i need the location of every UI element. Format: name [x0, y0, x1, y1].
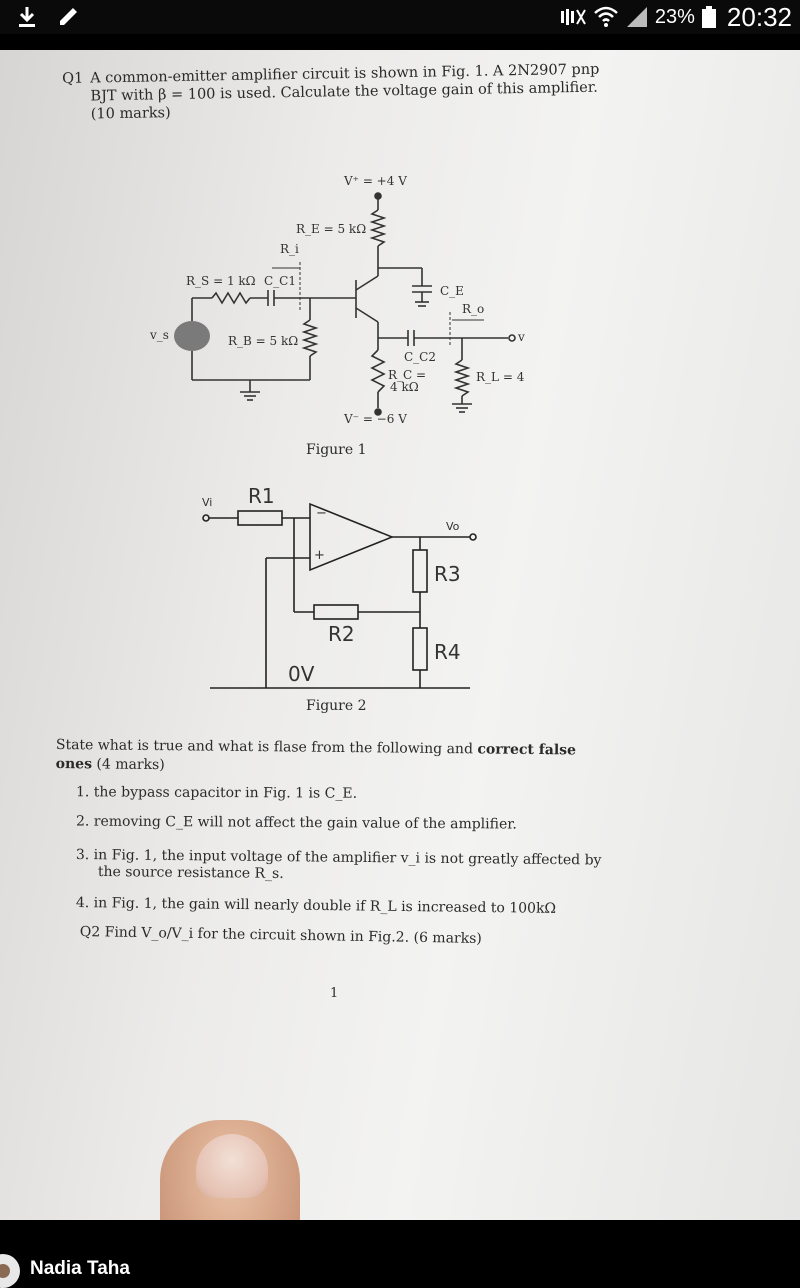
- instructions-marks: (4 marks): [91, 756, 165, 774]
- figure-1-circuit: [174, 192, 516, 416]
- bottom-bar: Nadia Taha: [0, 1220, 800, 1288]
- fig1-vplus-label: V⁺ = +4 V: [344, 174, 407, 188]
- statement-4: 4. in Fig. 1, the gain will nearly doubl…: [75, 894, 557, 917]
- photo-viewer[interactable]: Q1 A common-emitter amplifier circuit is…: [0, 50, 800, 1220]
- page-number: 1: [330, 986, 339, 1001]
- fig1-vminus-label: V⁻ = −6 V: [344, 412, 407, 426]
- clock: 20:32: [726, 1, 792, 32]
- statement-3-cont: the source resistance R_s.: [97, 863, 284, 882]
- fig1-rs-label: R_S = 1 kΩ: [186, 274, 256, 288]
- statement-2: 2. removing C_E will not affect the gain…: [75, 813, 517, 833]
- signal-icon: [626, 7, 647, 27]
- fig1-cc2-label: C_C2: [404, 350, 436, 364]
- fig1-vo-label: v: [518, 330, 525, 344]
- fig1-rb-label: R_B = 5 kΩ: [228, 334, 299, 348]
- figure-1-caption: Figure 1: [306, 442, 367, 458]
- fig2-r2-label: R2: [328, 622, 355, 646]
- question-2: Q2 Find V_o/V_i for the circuit shown in…: [79, 924, 482, 948]
- fig1-cc1-label: C_C1: [264, 274, 296, 288]
- fig2-r1-label: R1: [248, 484, 275, 508]
- exam-paper: Q1 A common-emitter amplifier circuit is…: [0, 50, 800, 1220]
- avatar[interactable]: [0, 1254, 20, 1288]
- voltage-source-icon: [174, 321, 210, 351]
- download-icon: [19, 7, 35, 27]
- true-false-instructions: State what is true and what is flase fro…: [56, 736, 616, 780]
- fig1-rc-label-bottom: 4 kΩ: [390, 380, 419, 394]
- fig1-rl-label: R_L = 4: [476, 370, 525, 384]
- fig2-minus-label: −: [316, 506, 327, 521]
- instructions-lead: State what is true and what is flase fro…: [55, 736, 478, 758]
- figure-2-circuit: [202, 502, 477, 689]
- mute-icon: [560, 9, 586, 25]
- fig2-vo-label: Vo: [446, 520, 460, 533]
- fig2-ov-label: 0V: [288, 662, 315, 686]
- statement-1: 1. the bypass capacitor in Fig. 1 is C_E…: [75, 784, 358, 802]
- user-name[interactable]: Nadia Taha: [30, 1258, 130, 1279]
- battery-icon: [701, 6, 716, 28]
- fig2-vi-label: Vi: [202, 496, 213, 509]
- fig1-vs-label: v_s: [150, 328, 169, 342]
- fig1-re-label: R_E = 5 kΩ: [296, 222, 367, 236]
- fig1-rc-label-top: R_C =: [388, 368, 427, 382]
- battery-percent: 23%: [654, 5, 695, 28]
- fingernail-image: [196, 1134, 268, 1198]
- fig2-plus-label: +: [314, 548, 325, 563]
- fig1-ro-label: R_o: [462, 302, 485, 316]
- edit-icon: [60, 8, 77, 25]
- wifi-icon: [594, 6, 618, 27]
- status-bar: 23% 20:32: [0, 0, 800, 34]
- fig2-r4-label: R4: [434, 640, 461, 664]
- fig1-ri-label: R_i: [280, 242, 299, 256]
- fig1-ce-label: C_E: [440, 284, 464, 298]
- fig2-r3-label: R3: [434, 562, 461, 586]
- figure-2-caption: Figure 2: [306, 698, 367, 714]
